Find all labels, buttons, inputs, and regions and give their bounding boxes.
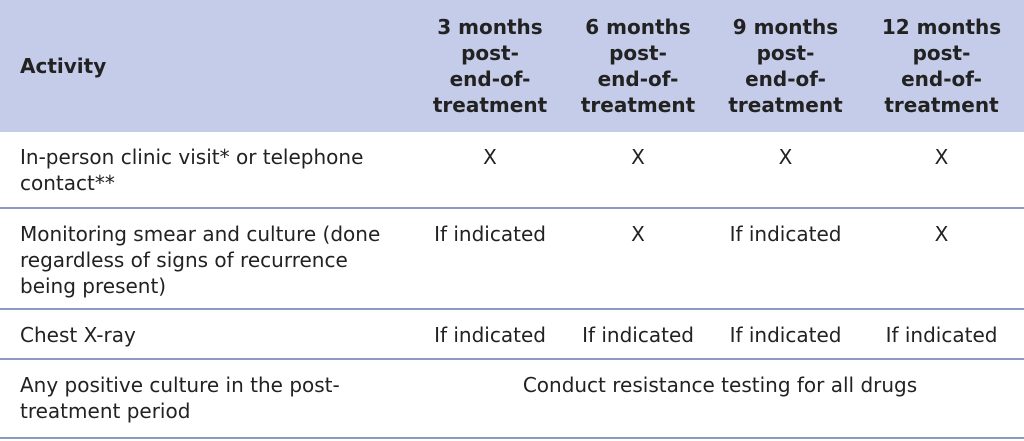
value-cell-12-months: If indicated [859,309,1024,360]
value-cell-6-months: X [564,208,712,310]
value-cell-6-months: If indicated [564,309,712,360]
value-cell-9-months: If indicated [712,309,859,360]
value-cell-9-months: X [712,132,859,209]
activity-column-header: Activity [0,0,416,132]
value-cell-3-months: X [416,132,564,209]
merged-value-cell: Conduct resistance testing for all drugs [416,359,1024,439]
activity-cell: Chest X-ray [0,309,416,360]
value-cell-9-months: If indicated [712,208,859,310]
value-cell-3-months: If indicated [416,208,564,310]
value-cell-12-months: X [859,132,1024,209]
activity-cell: Any positive culture in the post-treatme… [0,359,416,439]
value-cell-12-months: X [859,208,1024,310]
value-cell-3-months: If indicated [416,309,564,360]
value-cell-6-months: X [564,132,712,209]
table-row-positive-culture: Any positive culture in the post-treatme… [0,359,1024,439]
table-row-chest-xray: Chest X-ray If indicated If indicated If… [0,309,1024,360]
